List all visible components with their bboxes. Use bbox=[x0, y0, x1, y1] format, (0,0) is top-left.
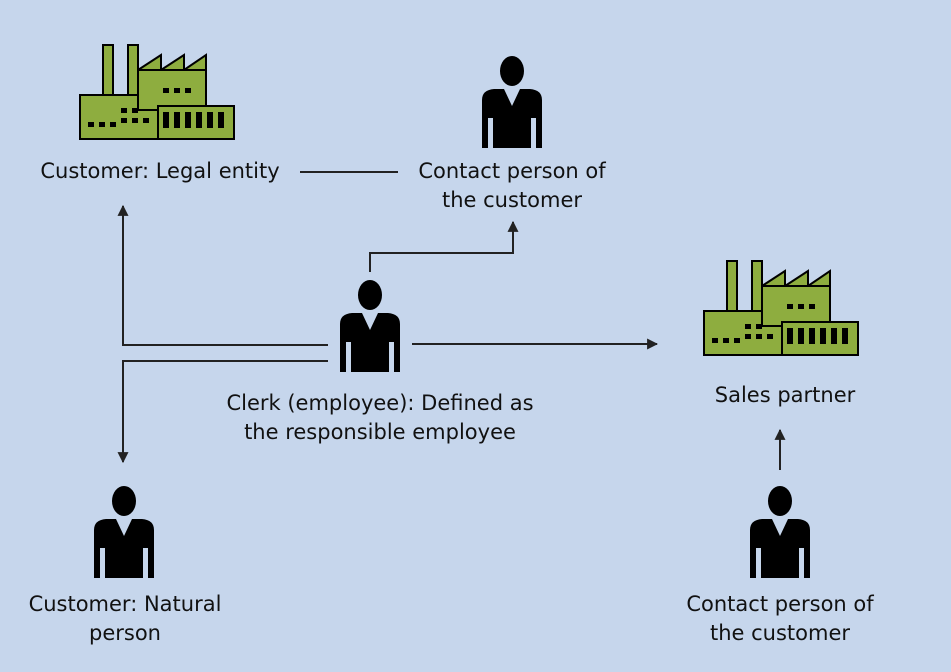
clerk-label: Clerk (employee): Defined as the respons… bbox=[226, 391, 534, 444]
clerk-to-natural-arrow bbox=[117, 360, 328, 464]
contact-top-person-icon bbox=[482, 56, 542, 148]
customer-natural-label: Customer: Natural person bbox=[28, 592, 222, 645]
customer-legal-label: Customer: Legal entity bbox=[40, 159, 280, 183]
sales-partner-factory-icon bbox=[703, 260, 859, 356]
sales-partner-label: Sales partner bbox=[714, 383, 856, 407]
contact-bottom-person-icon bbox=[750, 486, 810, 578]
contact-top-label: Contact person of the customer bbox=[418, 159, 606, 212]
contact-bottom-label: Contact person of the customer bbox=[686, 592, 874, 645]
clerk-person-icon bbox=[340, 280, 400, 372]
customer-legal-factory-icon bbox=[79, 44, 235, 140]
clerk-to-legal-arrow bbox=[117, 204, 328, 346]
clerk-to-contact-arrow bbox=[369, 220, 519, 272]
customer-natural-person-icon bbox=[94, 486, 154, 578]
